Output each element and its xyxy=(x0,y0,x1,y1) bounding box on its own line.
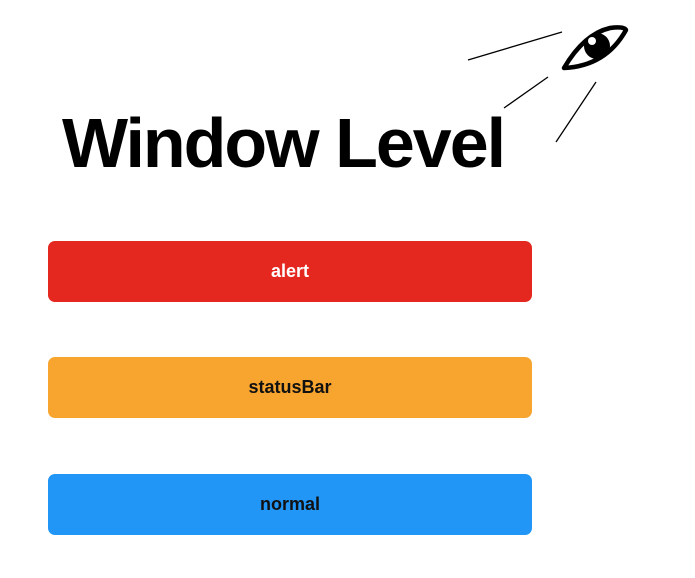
eye-icon xyxy=(467,25,629,143)
status-bar-button[interactable]: statusBar xyxy=(48,357,532,418)
alert-button-label: alert xyxy=(270,261,310,281)
status-bar-button-label: statusBar xyxy=(248,377,332,397)
alert-button[interactable]: alert xyxy=(48,241,532,302)
normal-button[interactable]: normal xyxy=(48,474,532,535)
sight-line-middle xyxy=(503,76,549,109)
page-title: Window Level xyxy=(62,104,506,182)
sight-line-upper xyxy=(467,31,563,61)
normal-button-label: normal xyxy=(259,494,320,514)
sight-line-lower xyxy=(555,81,597,143)
eye-highlight xyxy=(588,37,596,45)
eye-iris xyxy=(584,33,610,59)
